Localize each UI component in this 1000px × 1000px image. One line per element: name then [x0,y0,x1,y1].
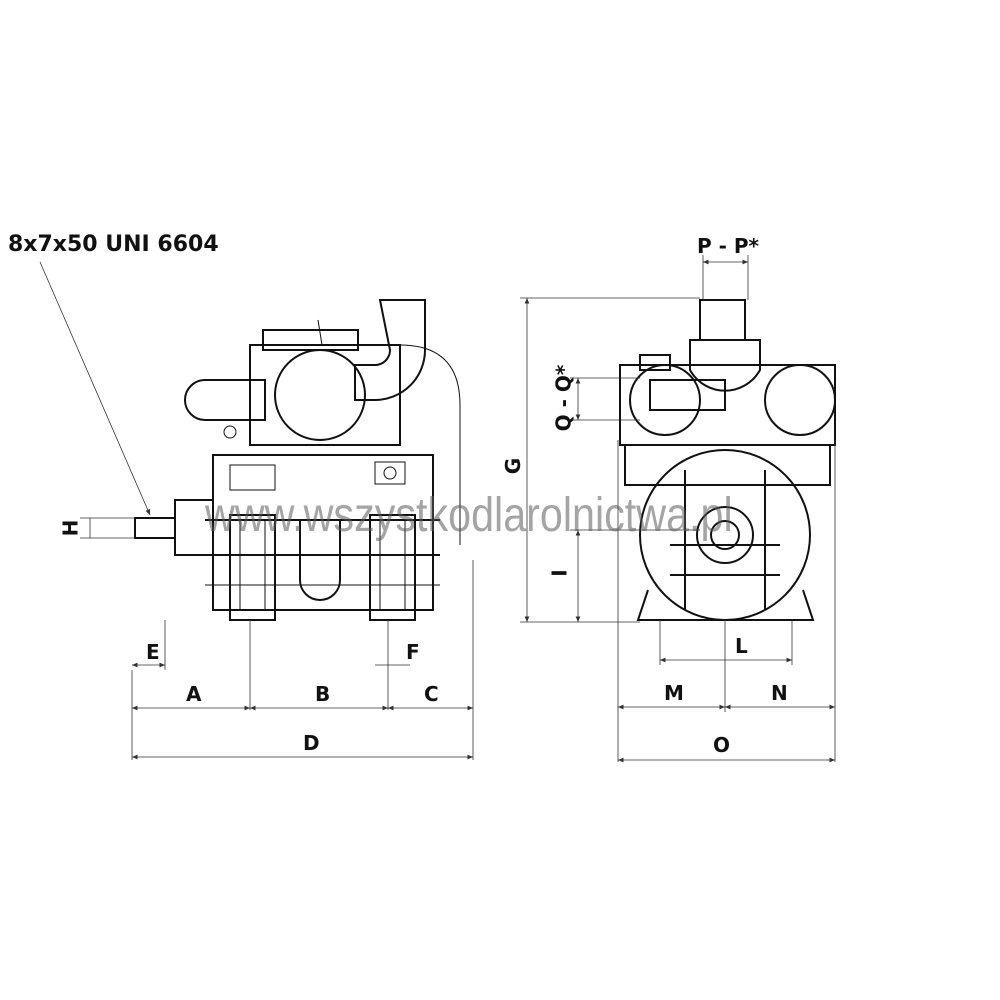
dim-b-label: B [315,682,331,706]
key-spec-label: 8x7x50 UNI 6604 [8,232,219,257]
dim-q-label: Q - Q* [551,364,576,432]
dim-l-label: L [735,634,748,658]
dim-n-label: N [771,681,788,705]
dim-e-label: E [146,640,160,664]
watermark: www.wszystkodlarolnictwa.pl [205,489,733,542]
dim-g-label: G [501,457,526,475]
front-view [619,299,836,621]
dim-p-label: P - P* [697,234,760,258]
dim-d-label: D [303,731,320,755]
dim-f-label: F [406,640,420,664]
dim-c-label: C [424,682,439,706]
dim-m-label: M [664,681,684,705]
dimension-lines [39,255,836,763]
dim-o-label: O [713,733,731,757]
dim-a-label: A [186,682,202,706]
dim-h-label: H [58,519,83,537]
side-view [134,299,461,621]
dim-i-label: I [547,569,572,577]
